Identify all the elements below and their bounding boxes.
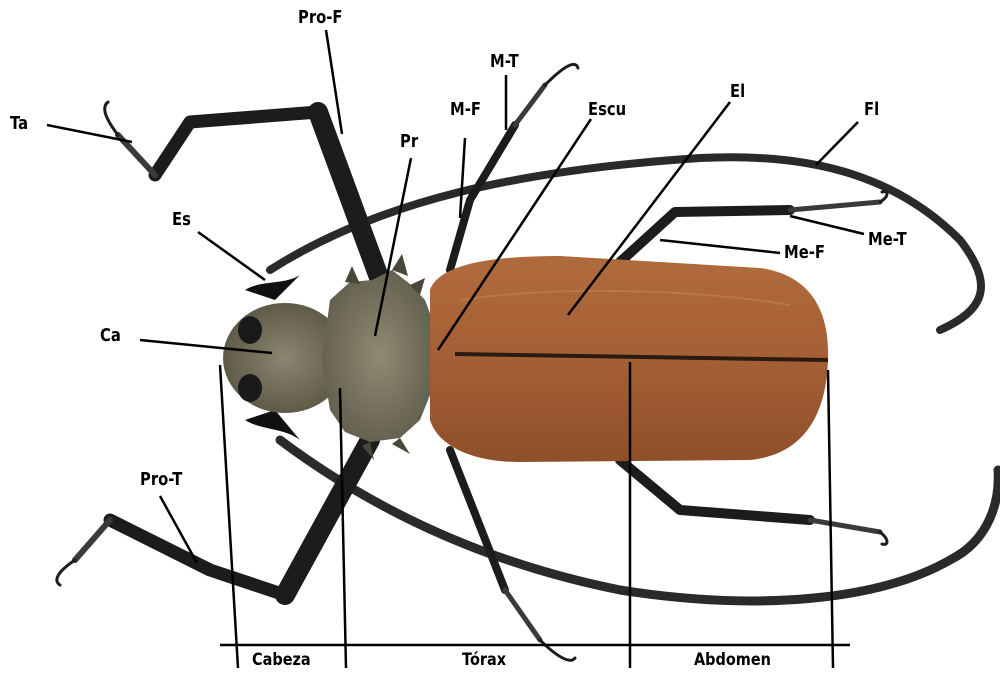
label-m-t: M-T bbox=[490, 52, 519, 72]
middle-leg-lower bbox=[450, 450, 575, 660]
section-label-cabeza: Cabeza bbox=[252, 650, 311, 670]
label-es: Es bbox=[172, 210, 191, 230]
label-escu: Escu bbox=[588, 100, 626, 120]
label-pro-t: Pro-T bbox=[140, 470, 182, 490]
label-me-t: Me-T bbox=[868, 230, 907, 250]
label-el: El bbox=[730, 82, 745, 102]
label-m-f: M-F bbox=[450, 100, 481, 120]
label-pr: Pr bbox=[400, 132, 418, 152]
beetle-pronotum bbox=[322, 254, 436, 460]
hind-leg-lower bbox=[620, 460, 887, 544]
label-me-f: Me-F bbox=[784, 243, 825, 263]
front-leg-upper bbox=[105, 102, 380, 280]
front-leg-lower bbox=[57, 440, 370, 595]
label-ca: Ca bbox=[100, 326, 121, 346]
section-label-torax: Tórax bbox=[462, 650, 506, 670]
label-ta: Ta bbox=[10, 114, 28, 134]
antenna-lower bbox=[280, 440, 998, 601]
section-label-abdomen: Abdomen bbox=[694, 650, 771, 670]
hind-leg-upper bbox=[620, 192, 887, 262]
label-fl: Fl bbox=[864, 100, 879, 120]
label-pro-f: Pro-F bbox=[298, 8, 342, 28]
